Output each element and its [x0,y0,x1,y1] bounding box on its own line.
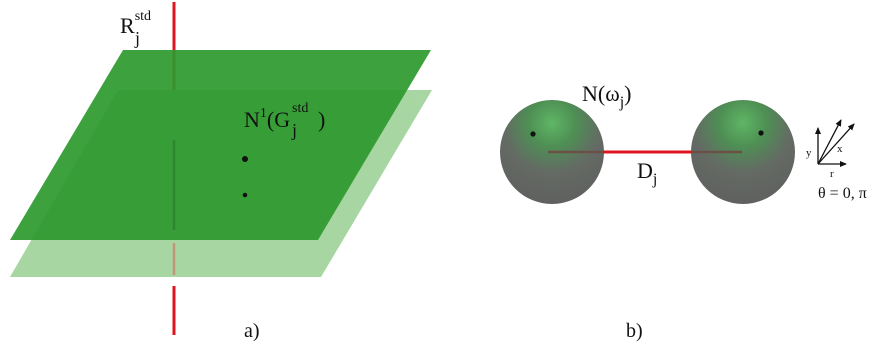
left-sphere-point [530,131,536,137]
sphere-label: N(ωj) [582,81,631,111]
axis-label: Rstd [120,9,151,38]
axis-r-label: r [830,168,834,180]
plane-label-sup2: std [292,101,308,116]
axis-label-sub: j [134,28,140,48]
plane-label-sub: j [291,120,297,140]
plane-label-sup1: 1 [260,106,267,121]
right-sphere-point [758,130,764,136]
right-sphere [691,100,795,204]
point-upper [242,156,248,162]
sphere-label-sub: j [619,94,624,111]
plane-label: N1(G [244,106,290,132]
bond-label-base: D [637,158,653,183]
plane-label-mid: (G [267,107,290,132]
panel-b-label: b) [626,320,643,342]
plane-label-close: ) [318,107,325,132]
angle-label: θ = 0, π [818,185,867,202]
upper-plane [10,50,431,240]
sphere-label-close: ) [624,81,631,106]
axis-x-label: x [837,143,843,155]
panel-a: Rstd j N1(G std j ) a) [10,2,432,342]
axis-label-sup: std [135,9,151,24]
panel-a-label: a) [244,320,260,342]
bond-label: Dj [637,158,657,188]
coordinate-axes: y x r [806,119,855,180]
axis-x-arrow [817,119,842,165]
axis-y-label: y [806,147,812,159]
point-lower [242,192,248,198]
axis-x-arrow-2 [817,123,855,165]
plane-label-pre: N [244,107,260,132]
axis-label-base: R [120,13,135,38]
bond-label-sub: j [652,171,657,188]
panel-b: N(ωj) Dj y x r θ = 0, π b) [500,81,867,342]
sphere-label-main: N(ω [582,81,620,106]
